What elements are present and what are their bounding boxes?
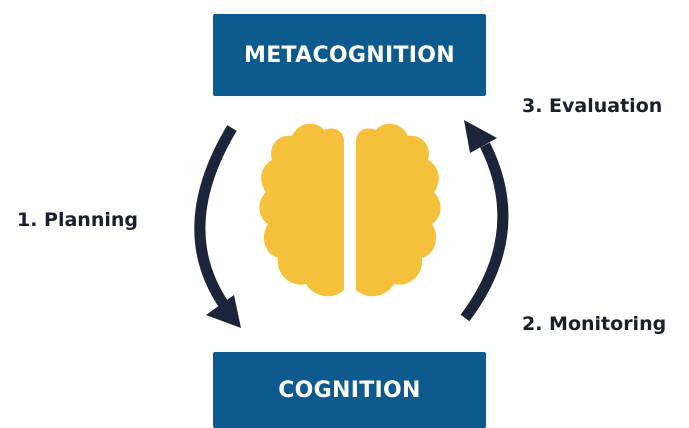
step-evaluation: 3. Evaluation: [522, 95, 663, 117]
cognition-box: COGNITION: [213, 352, 486, 428]
metacognition-box: METACOGNITION: [213, 14, 486, 96]
step-planning: 1. Planning: [17, 209, 139, 231]
evaluation-arrow: [460, 120, 509, 322]
cognition-label: COGNITION: [278, 377, 421, 403]
planning-arrow: [194, 125, 241, 328]
brain-icon: [259, 123, 441, 297]
step-monitoring: 2. Monitoring: [522, 313, 667, 335]
metacognition-label: METACOGNITION: [244, 42, 455, 68]
